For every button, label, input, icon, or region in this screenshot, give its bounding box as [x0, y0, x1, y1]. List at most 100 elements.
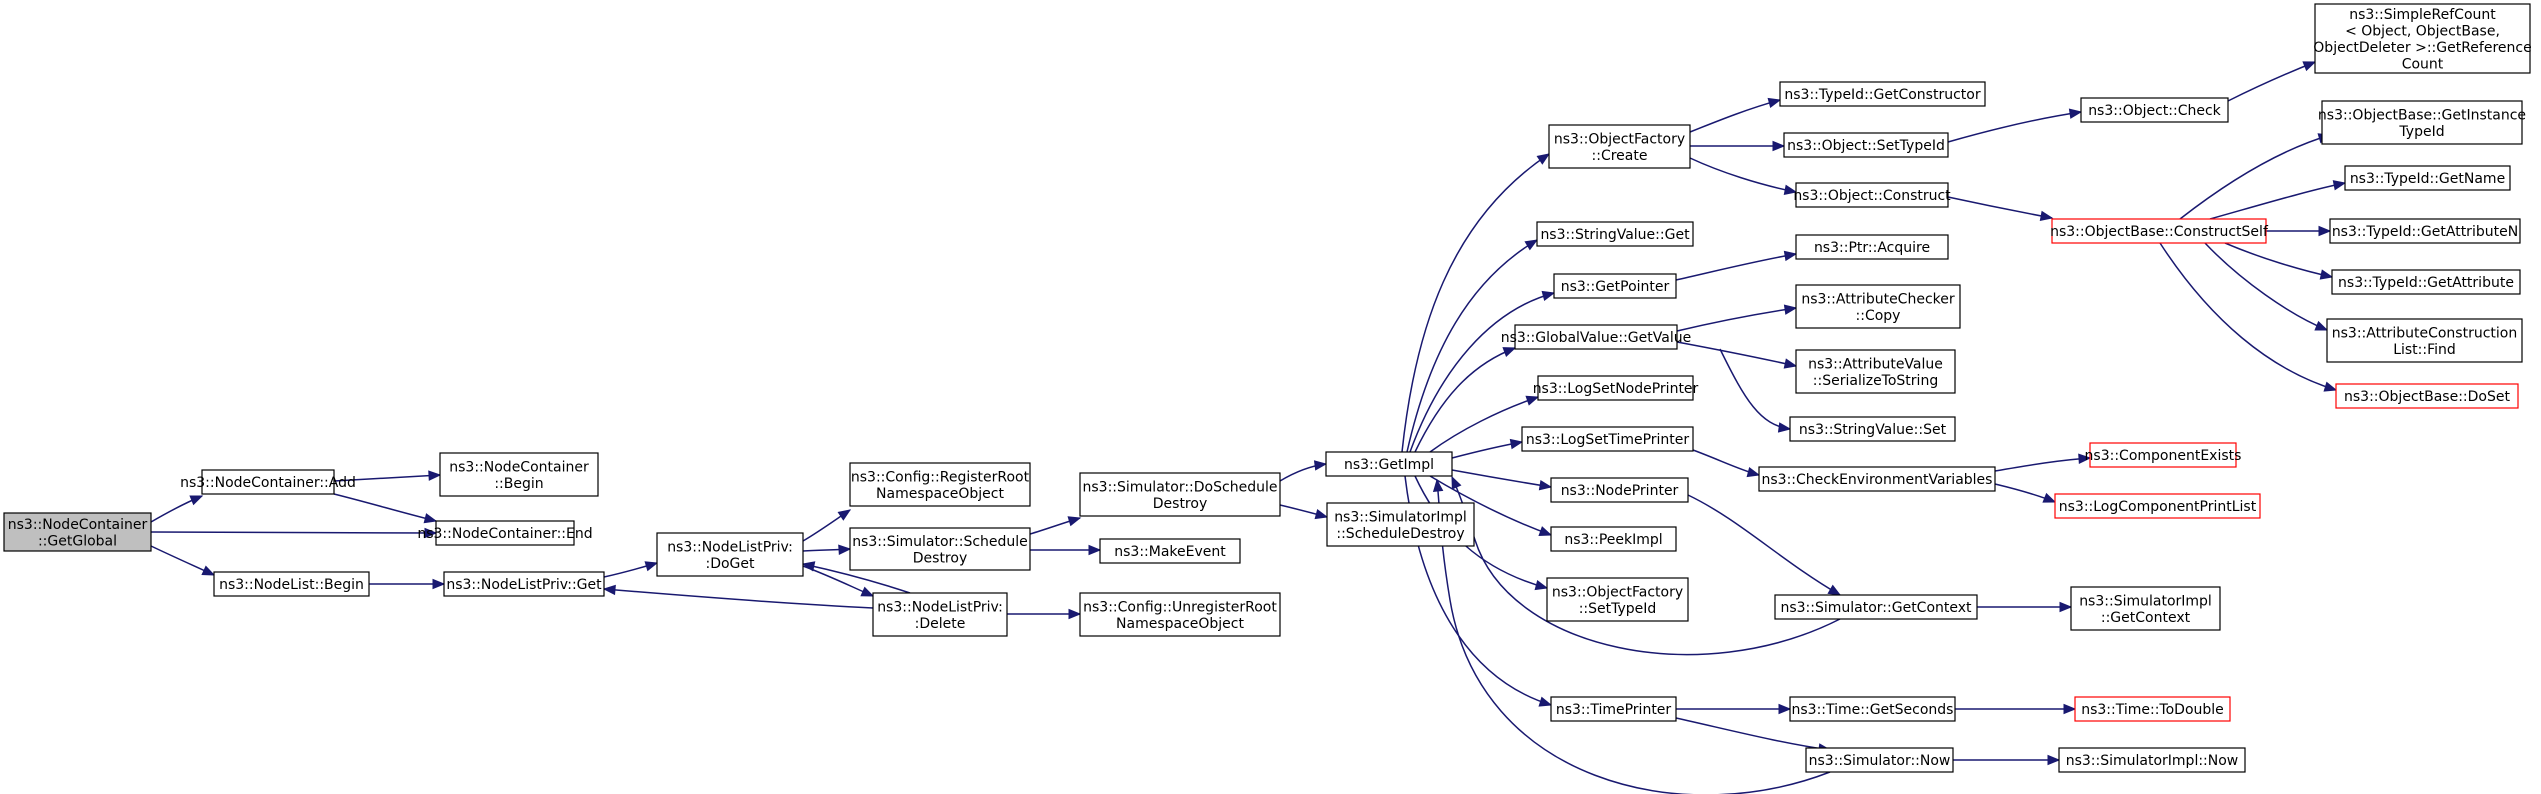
call-edge-get_impl-to-of_create — [1401, 153, 1551, 453]
node-get-pointer[interactable]: ns3::GetPointer — [1553, 273, 1677, 299]
edge-line — [1947, 111, 2082, 143]
node-box — [1548, 124, 1691, 169]
node-label: ns3::GlobalValue::GetValue — [1501, 330, 1691, 346]
node-box — [2321, 100, 2523, 145]
node-nlp-get[interactable]: ns3::NodeListPriv::Get — [443, 571, 605, 597]
arrow-head-icon — [1746, 467, 1761, 478]
call-edge-ob_constructself-to-tid_getattrn — [2266, 225, 2332, 237]
node-nc-end[interactable]: ns3::NodeContainer::End — [417, 520, 593, 546]
arrow-head-icon — [189, 495, 204, 506]
node-peek-impl[interactable]: ns3::PeekImpl — [1550, 526, 1677, 552]
node-box — [1783, 132, 1949, 158]
node-obj-check[interactable]: ns3::Object::Check — [2080, 97, 2229, 123]
node-label: ns3::StringValue::Set — [1799, 422, 1947, 438]
call-edge-sim_dosched-to-simimpl_sd — [1279, 504, 1329, 520]
node-gv-getvalue[interactable]: ns3::GlobalValue::GetValue — [1501, 324, 1691, 350]
arrow-head-icon — [2319, 269, 2334, 280]
node-label: ns3::NodeListPriv: — [667, 539, 793, 555]
node-box — [1550, 526, 1677, 552]
edge-line — [1451, 476, 1841, 656]
node-time-getsec[interactable]: ns3::Time::GetSeconds — [1789, 696, 1956, 722]
arrow-head-icon — [2047, 754, 2061, 766]
node-tid-getattr[interactable]: ns3::TypeId::GetAttribute — [2331, 269, 2521, 295]
node-label: ns3::GetImpl — [1344, 457, 1434, 473]
node-box — [1079, 472, 1281, 517]
node-sv-get[interactable]: ns3::StringValue::Get — [1536, 221, 1694, 247]
node-simimpl-sd[interactable]: ns3::SimulatorImpl::ScheduleDestroy — [1326, 502, 1475, 547]
node-simimpl-getctx[interactable]: ns3::SimulatorImpl::GetContext — [2070, 586, 2221, 631]
call-edge-log_set_time-to-check_env — [1692, 449, 1761, 478]
node-time-printer[interactable]: ns3::TimePrinter — [1550, 696, 1677, 722]
node-ac-copy[interactable]: ns3::AttributeChecker::Copy — [1795, 284, 1961, 329]
node-ob-constructself[interactable]: ns3::ObjectBase::ConstructSelf — [2050, 218, 2269, 244]
node-nc-add[interactable]: ns3::NodeContainer::Add — [180, 469, 356, 495]
node-obj-settypeid[interactable]: ns3::Object::SetTypeId — [1783, 132, 1949, 158]
node-check-env[interactable]: ns3::CheckEnvironmentVariables — [1758, 466, 1996, 492]
arrow-head-icon — [2042, 492, 2057, 503]
node-box — [2326, 318, 2523, 363]
node-label: ::GetGlobal — [38, 533, 117, 549]
arrow-head-icon — [1541, 290, 1556, 302]
node-simple-refcount[interactable]: ns3::SimpleRefCount< Object, ObjectBase,… — [2313, 3, 2532, 74]
node-nlp-doget[interactable]: ns3::NodeListPriv::DoGet — [656, 532, 804, 577]
node-sim-now[interactable]: ns3::Simulator::Now — [1805, 747, 1954, 773]
edge-line — [150, 531, 437, 534]
node-time-todouble[interactable]: ns3::Time::ToDouble — [2074, 696, 2231, 722]
arrow-head-icon — [432, 578, 446, 590]
arrow-head-icon — [1509, 438, 1524, 450]
node-log-comp-print[interactable]: ns3::LogComponentPrintList — [2054, 493, 2261, 519]
node-get-impl[interactable]: ns3::GetImpl — [1325, 451, 1453, 477]
node-cfg-unreg[interactable]: ns3::Config::UnregisterRootNamespaceObje… — [1079, 592, 1281, 637]
node-label: ns3::ObjectFactory — [1552, 584, 1683, 600]
node-comp-exists[interactable]: ns3::ComponentExists — [2085, 442, 2242, 468]
node-ptr-acquire[interactable]: ns3::Ptr::Acquire — [1795, 234, 1949, 260]
edge-line — [2209, 182, 2346, 220]
node-log-set-time[interactable]: ns3::LogSetTimePrinter — [1521, 426, 1694, 452]
node-sim-sched[interactable]: ns3::Simulator::ScheduleDestroy — [849, 527, 1031, 571]
arrow-head-icon — [2332, 180, 2347, 191]
node-label: ns3::Simulator::GetContext — [1780, 600, 1972, 616]
node-label: ::GetContext — [2101, 610, 2191, 626]
node-tid-getname[interactable]: ns3::TypeId::GetName — [2344, 165, 2511, 191]
node-make-event[interactable]: ns3::MakeEvent — [1099, 538, 1241, 564]
node-sv-set[interactable]: ns3::StringValue::Set — [1789, 416, 1956, 442]
node-tid-getctor[interactable]: ns3::TypeId::GetConstructor — [1779, 81, 1986, 107]
node-box — [443, 571, 605, 597]
edge-line — [2179, 134, 2331, 220]
node-label: ns3::TypeId::GetName — [2350, 171, 2505, 187]
node-box — [2074, 696, 2231, 722]
node-label: ns3::PeekImpl — [1564, 532, 1662, 548]
node-sim-getctx[interactable]: ns3::Simulator::GetContext — [1774, 594, 1978, 620]
node-of-settypeid[interactable]: ns3::ObjectFactory::SetTypeId — [1546, 577, 1689, 622]
arrow-head-icon — [1783, 184, 1798, 195]
edge-line — [1689, 157, 1797, 193]
node-ob-doset[interactable]: ns3::ObjectBase::DoSet — [2335, 383, 2519, 409]
node-tid-getattrn[interactable]: ns3::TypeId::GetAttributeN — [2329, 218, 2521, 244]
node-box — [2080, 97, 2229, 123]
node-obj-construct[interactable]: ns3::Object::Construct — [1793, 182, 1951, 208]
call-edge-gv_getvalue-to-ac_copy — [1676, 304, 1798, 332]
node-av-serialize[interactable]: ns3::AttributeValue::SerializeToString — [1795, 349, 1956, 394]
node-simimpl-now[interactable]: ns3::SimulatorImpl::Now — [2058, 747, 2246, 773]
node-root[interactable]: ns3::NodeContainer::GetGlobal — [3, 512, 152, 552]
node-log-set-node[interactable]: ns3::LogSetNodePrinter — [1533, 375, 1699, 401]
node-nlp-delete[interactable]: ns3::NodeListPriv::Delete — [872, 592, 1008, 637]
node-label: ns3::LogComponentPrintList — [2059, 499, 2257, 515]
call-edge-of_create-to-obj_settypeid — [1690, 140, 1786, 152]
node-nl-begin[interactable]: ns3::NodeList::Begin — [213, 571, 370, 597]
edge-line — [603, 588, 874, 609]
node-node-printer[interactable]: ns3::NodePrinter — [1550, 477, 1689, 503]
node-of-create[interactable]: ns3::ObjectFactory::Create — [1548, 124, 1691, 169]
node-label: NamespaceObject — [876, 486, 1004, 502]
node-label: ns3::Ptr::Acquire — [1814, 240, 1930, 256]
edge-line — [802, 563, 911, 594]
edge-line — [1719, 348, 1791, 430]
node-box — [1079, 592, 1281, 637]
node-box — [1550, 696, 1677, 722]
node-label: Count — [2402, 56, 2444, 72]
node-nc-begin[interactable]: ns3::NodeContainer::Begin — [439, 452, 599, 497]
